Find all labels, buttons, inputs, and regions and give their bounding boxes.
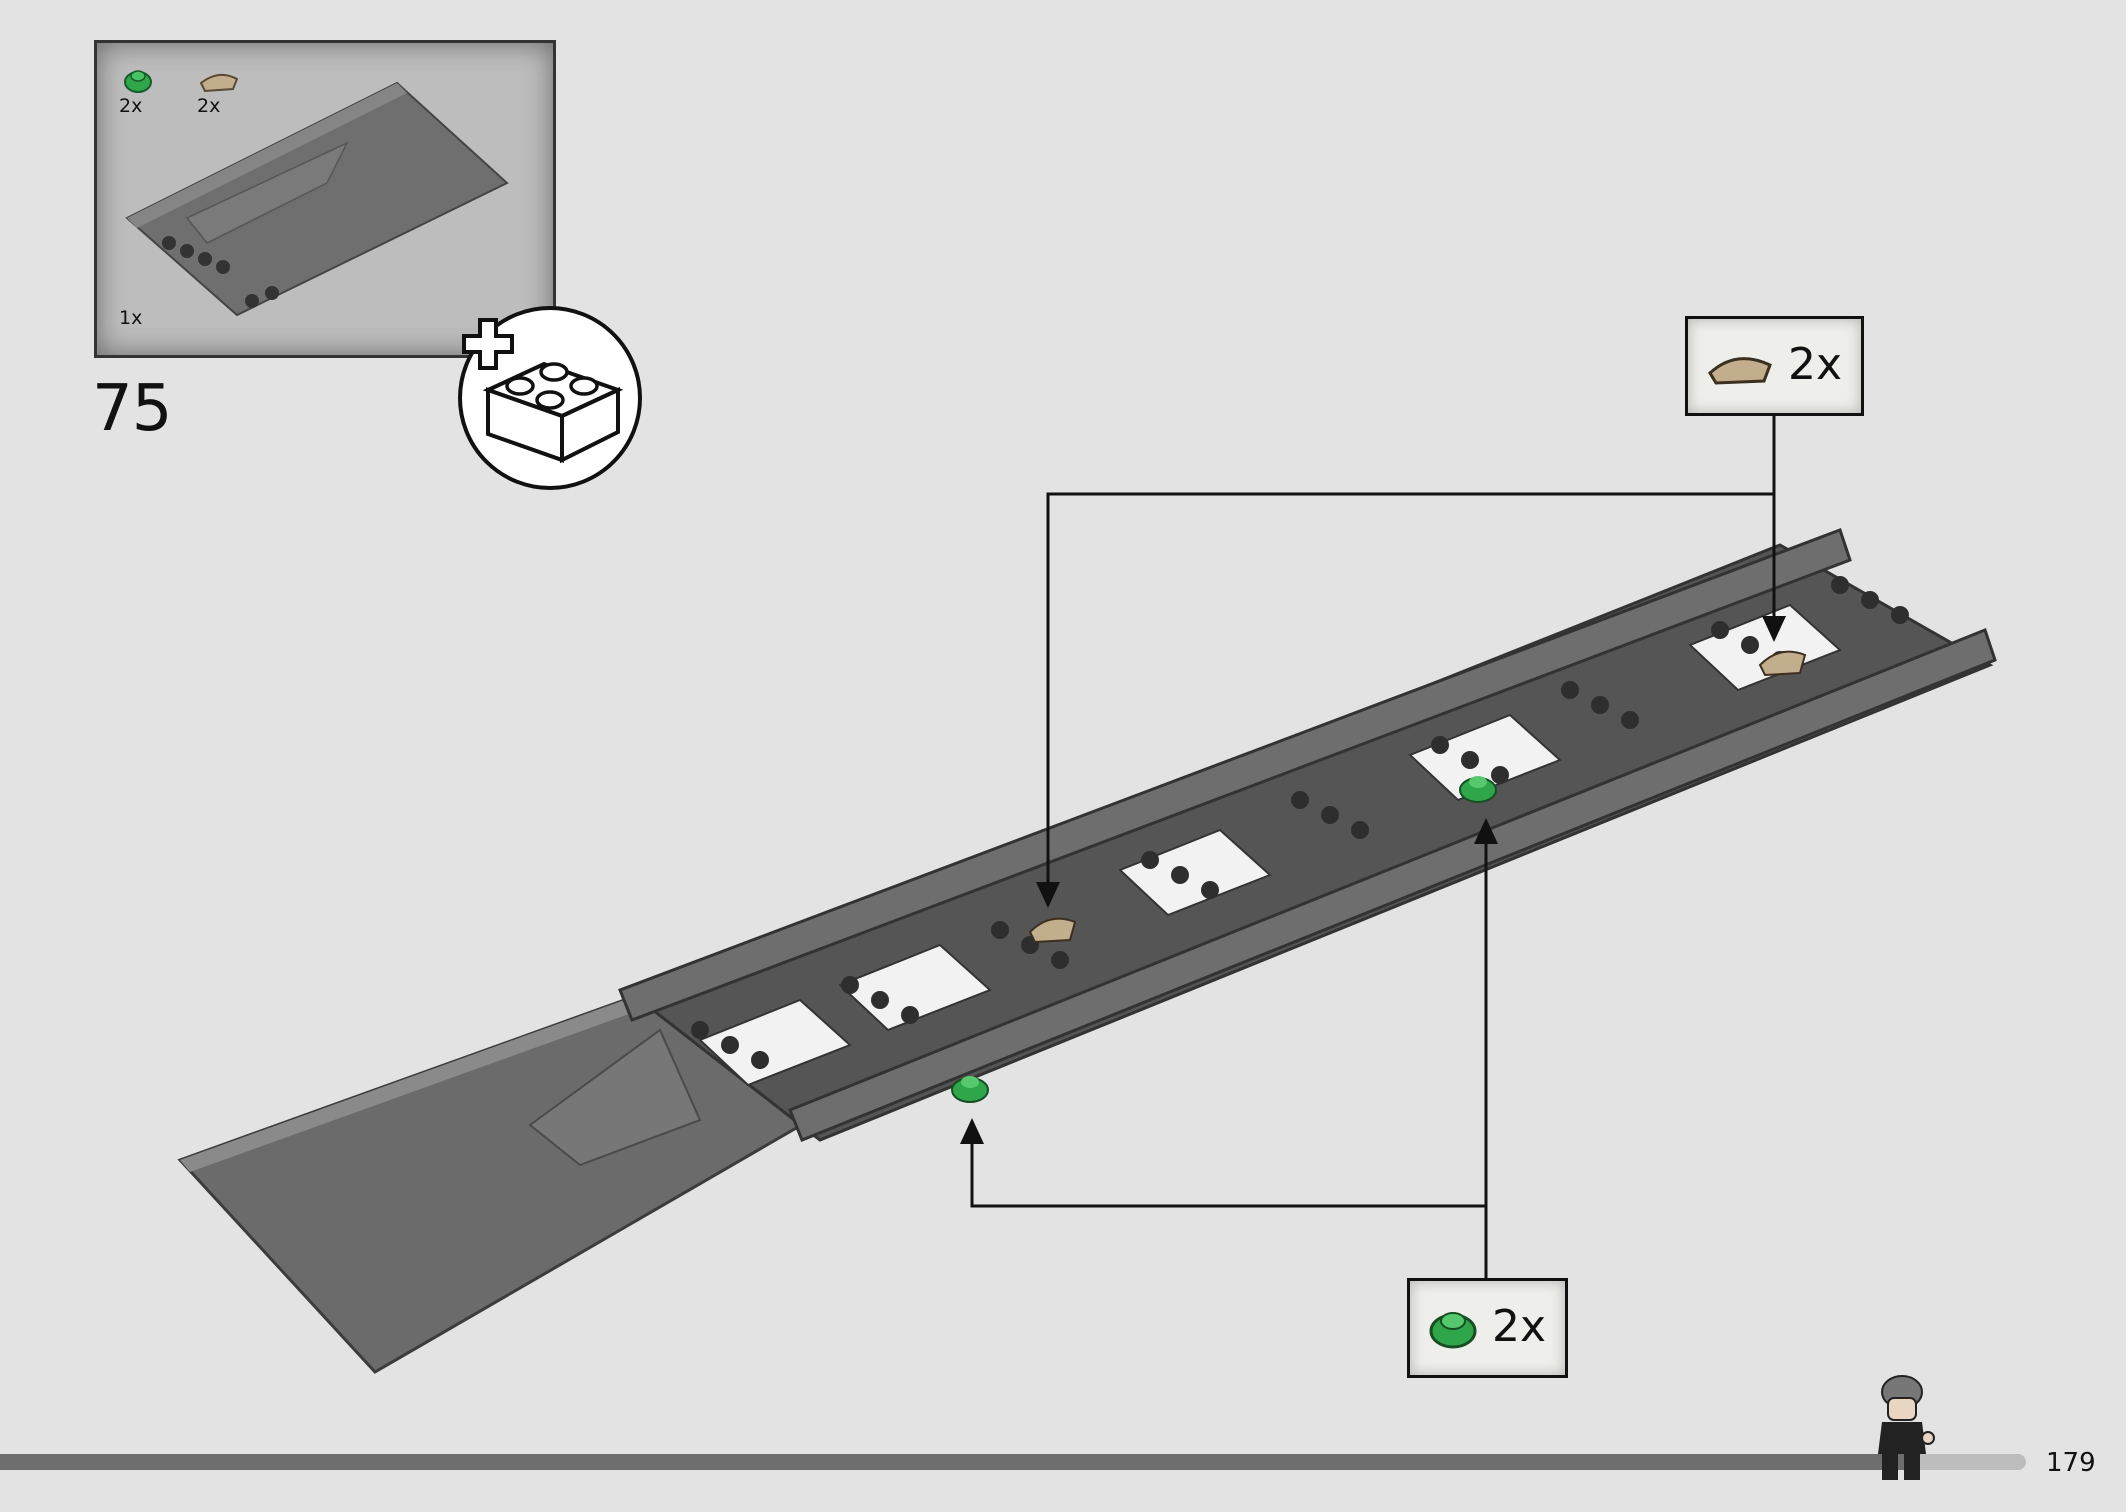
- submodel-qty: 1x: [119, 307, 143, 329]
- green-round-plate-icon: [123, 65, 153, 99]
- minifigure-icon: [1870, 1372, 1940, 1486]
- tan-quarter-tile-icon: [1706, 347, 1774, 391]
- page-number: 179: [2046, 1448, 2096, 1478]
- part-qty: 2x: [197, 95, 221, 117]
- callout-qty: 2x: [1788, 339, 1843, 390]
- parts-list-box: 2x 2x 1x: [94, 40, 556, 358]
- submodel-preview: [125, 81, 509, 317]
- add-brick-icon: [458, 302, 648, 496]
- step-number: 75: [92, 372, 172, 446]
- progress-fill: [0, 1454, 1904, 1470]
- part-qty: 2x: [119, 95, 143, 117]
- callout-green-plates: 2x: [1407, 1278, 1568, 1378]
- callout-tan-tiles: 2x: [1685, 316, 1864, 416]
- green-round-plate-icon: [1428, 1303, 1478, 1357]
- tan-quarter-tile-icon: [197, 67, 241, 99]
- callout-qty: 2x: [1492, 1301, 1547, 1352]
